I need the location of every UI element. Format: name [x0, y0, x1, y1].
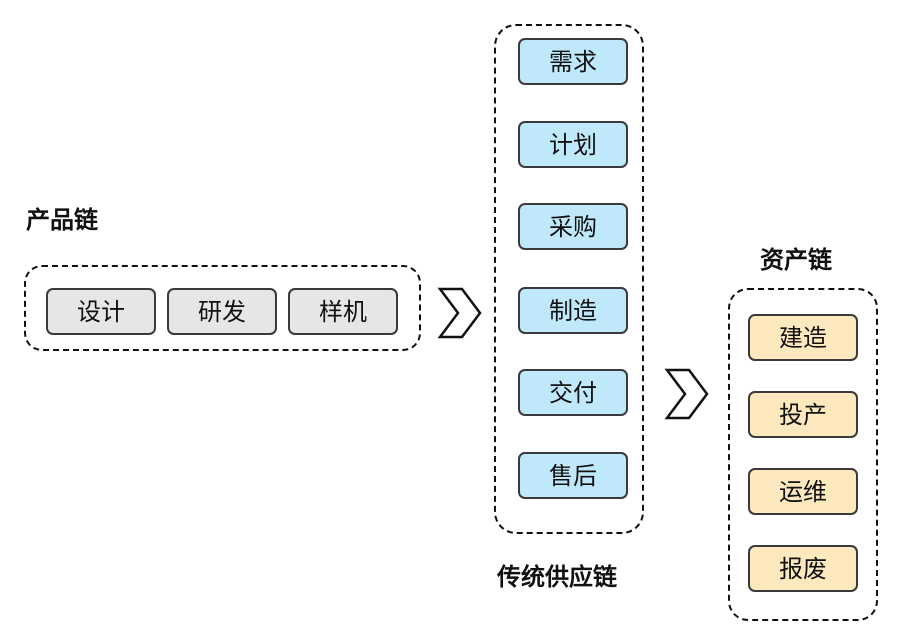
asset-step-operation-maintenance: 运维 [748, 468, 858, 515]
product-chain-title: 产品链 [26, 205, 98, 234]
supply-step-demand: 需求 [518, 38, 628, 85]
chevron-right-icon [437, 287, 482, 339]
supply-step-procurement: 采购 [518, 203, 628, 250]
asset-step-construction: 建造 [748, 314, 858, 361]
asset-chain-group [728, 288, 878, 621]
supply-step-delivery: 交付 [518, 369, 628, 416]
supply-step-plan: 计划 [518, 121, 628, 168]
product-step-prototype: 样机 [288, 288, 398, 335]
supply-step-manufacturing: 制造 [518, 287, 628, 334]
product-step-rnd: 研发 [167, 288, 277, 335]
product-step-design: 设计 [46, 288, 156, 335]
supply-chain-group [494, 24, 644, 534]
chevron-right-icon [664, 368, 709, 420]
supply-step-after-sales: 售后 [518, 452, 628, 499]
asset-step-commissioning: 投产 [748, 391, 858, 438]
asset-chain-title: 资产链 [760, 245, 832, 274]
product-chain-group [24, 265, 421, 351]
asset-step-scrapping: 报废 [748, 545, 858, 592]
supply-chain-title: 传统供应链 [497, 562, 617, 591]
